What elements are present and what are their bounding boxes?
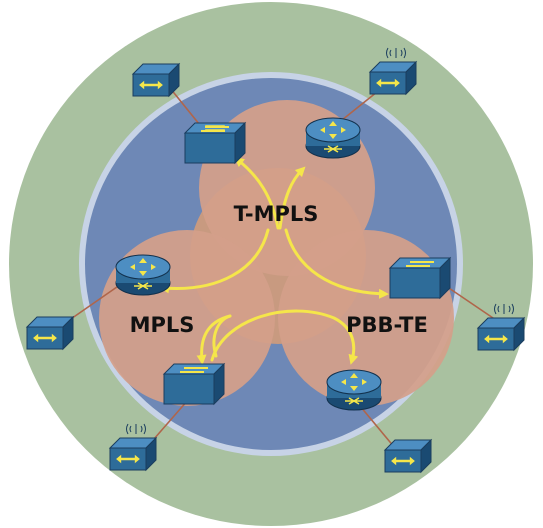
router-core-mpls[interactable] — [115, 254, 171, 296]
router-icon — [130, 258, 156, 276]
router-core-tmpls-right[interactable] — [305, 117, 361, 159]
wireless-access-icon — [494, 303, 514, 315]
edge-wireless-bottomleft[interactable] — [108, 423, 158, 472]
wireless-access-icon — [126, 423, 146, 435]
edge-wireless-right[interactable] — [476, 303, 526, 352]
arrow-to-mpls-switch — [196, 314, 232, 365]
ethernet-switch-icon — [180, 367, 208, 373]
edge-bridge-left[interactable] — [25, 315, 75, 351]
edge-wireless-topright[interactable] — [368, 47, 418, 96]
switch-core-pbbte[interactable] — [388, 256, 452, 300]
edge-bridge-bottomright[interactable] — [383, 438, 433, 474]
label-t-mpls: T-MPLS — [234, 202, 319, 226]
label-pbb-te: PBB-TE — [346, 313, 428, 337]
traffic-arrows — [159, 156, 389, 365]
switch-core-mpls-bottom[interactable] — [162, 362, 226, 406]
ethernet-switch-icon — [201, 126, 229, 132]
arrow-tmpls-to-pbbte-switch — [284, 228, 389, 299]
arrow-tmpls-to-mpls-router — [159, 228, 270, 294]
switch-core-tmpls-left[interactable] — [183, 121, 247, 165]
arrow-mpls-to-pbbte — [210, 309, 359, 365]
router-icon — [320, 121, 346, 139]
arrow-tmpls-to-switch — [234, 156, 280, 230]
router-icon — [341, 373, 367, 391]
wireless-access-icon — [386, 47, 406, 59]
label-mpls: MPLS — [130, 313, 195, 337]
arrow-tmpls-to-router — [278, 166, 306, 230]
edge-bridge-topleft[interactable] — [131, 62, 181, 98]
ethernet-switch-icon — [406, 261, 434, 267]
router-core-pbbte-bottom[interactable] — [326, 369, 382, 411]
